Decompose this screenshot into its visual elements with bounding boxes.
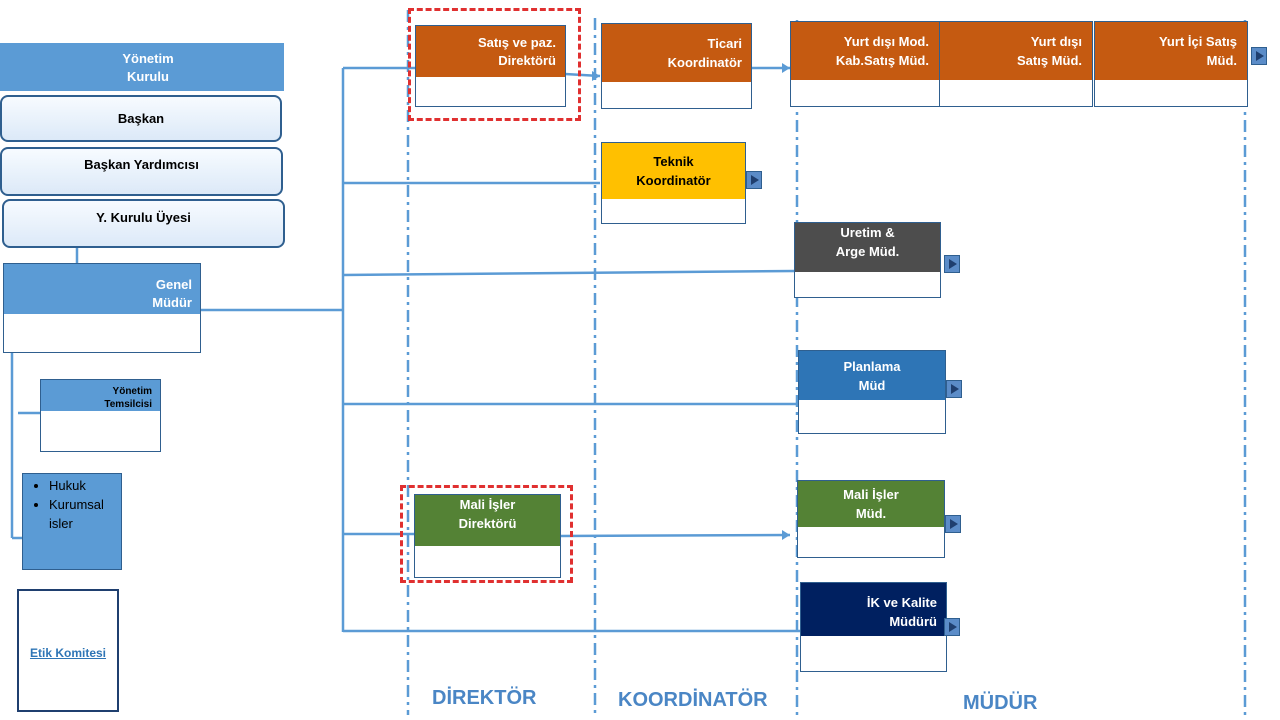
- highlight-satis-director: [408, 8, 581, 121]
- column-label-mudur: MÜDÜR: [963, 692, 1038, 714]
- planlama-box: Planlama Müd: [798, 350, 946, 434]
- yonetim-temsilcisi-label: Yönetim Temsilcisi: [104, 386, 152, 410]
- yonetim-kurulu-label: Yönetim Kurulu: [122, 51, 174, 84]
- column-label-direktor: DİREKTÖR: [432, 687, 537, 709]
- yurtdisi-mod-box: Yurt dışı Mod. Kab.Satış Müd.: [790, 21, 940, 107]
- yurtici-label: Yurt İçi Satış Müd.: [1158, 34, 1237, 68]
- expand-ik-button[interactable]: [944, 618, 960, 636]
- yurtici-box: Yurt İçi Satış Müd.: [1094, 21, 1248, 107]
- genel-mudur-box: Genel Müdür: [3, 263, 201, 353]
- planlama-label: Planlama Müd: [843, 359, 901, 393]
- teknik-koordinator-label: Teknik Koordinatör: [636, 154, 711, 188]
- etik-komitesi-link[interactable]: Etik Komitesi: [29, 646, 107, 660]
- baskan-yardimcisi-label: Başkan Yardımcısı: [84, 157, 199, 172]
- ik-label: İK ve Kalite Müdürü: [866, 595, 937, 629]
- baskan-yardimcisi-box: Başkan Yardımcısı: [0, 147, 283, 196]
- ticari-koordinator-label: Ticari Koordinatör: [667, 36, 742, 70]
- kurul-uyesi-label: Y. Kurulu Üyesi: [96, 210, 191, 225]
- baskan-label: Başkan: [117, 111, 165, 126]
- yonetim-temsilcisi-box: Yönetim Temsilcisi: [40, 379, 161, 452]
- hukuk-list: Hukuk Kurumsal isler: [23, 476, 121, 533]
- column-label-koordinator: KOORDİNATÖR: [618, 689, 768, 711]
- satis-director-box: Satış ve paz. Direktörü: [415, 25, 566, 107]
- hukuk-item: Hukuk: [49, 476, 121, 495]
- hukuk-box: Hukuk Kurumsal isler: [22, 473, 122, 570]
- kurumsal-isler-item: Kurumsal isler: [49, 495, 121, 533]
- yonetim-kurulu-box: Yönetim Kurulu: [0, 43, 284, 91]
- mali-mudur-label: Mali İşler Müd.: [843, 487, 899, 521]
- yurtdisi-mod-label: Yurt dışı Mod. Kab.Satış Müd.: [835, 34, 929, 68]
- teknik-koordinator-box: Teknik Koordinatör: [601, 142, 746, 224]
- kurul-uyesi-box: Y. Kurulu Üyesi: [2, 199, 285, 248]
- expand-yurtici-button[interactable]: [1251, 47, 1267, 65]
- yurtdisi-satis-box: Yurt dışı Satış Müd.: [939, 21, 1093, 107]
- mali-mudur-box: Mali İşler Müd.: [797, 480, 945, 558]
- uretim-label: Uretim & Arge Müd.: [835, 225, 900, 259]
- expand-planlama-button[interactable]: [946, 380, 962, 398]
- expand-mali-button[interactable]: [945, 515, 961, 533]
- satis-director-label: Satış ve paz. Direktörü: [477, 35, 556, 68]
- expand-uretim-button[interactable]: [944, 255, 960, 273]
- baskan-box: Başkan: [0, 95, 282, 142]
- mali-director-box: Mali İşler Direktörü: [414, 494, 561, 578]
- genel-mudur-label: Genel Müdür: [152, 277, 192, 310]
- ticari-koordinator-box: Ticari Koordinatör: [601, 23, 752, 109]
- etik-komitesi-box: Etik Komitesi: [17, 589, 119, 712]
- highlight-mali-director: [400, 485, 573, 583]
- expand-teknik-button[interactable]: [746, 171, 762, 189]
- mali-director-label: Mali İşler Direktörü: [458, 497, 517, 531]
- ik-box: İK ve Kalite Müdürü: [800, 582, 947, 672]
- uretim-box: Uretim & Arge Müd.: [794, 222, 941, 298]
- yurtdisi-satis-label: Yurt dışı Satış Müd.: [1016, 34, 1082, 68]
